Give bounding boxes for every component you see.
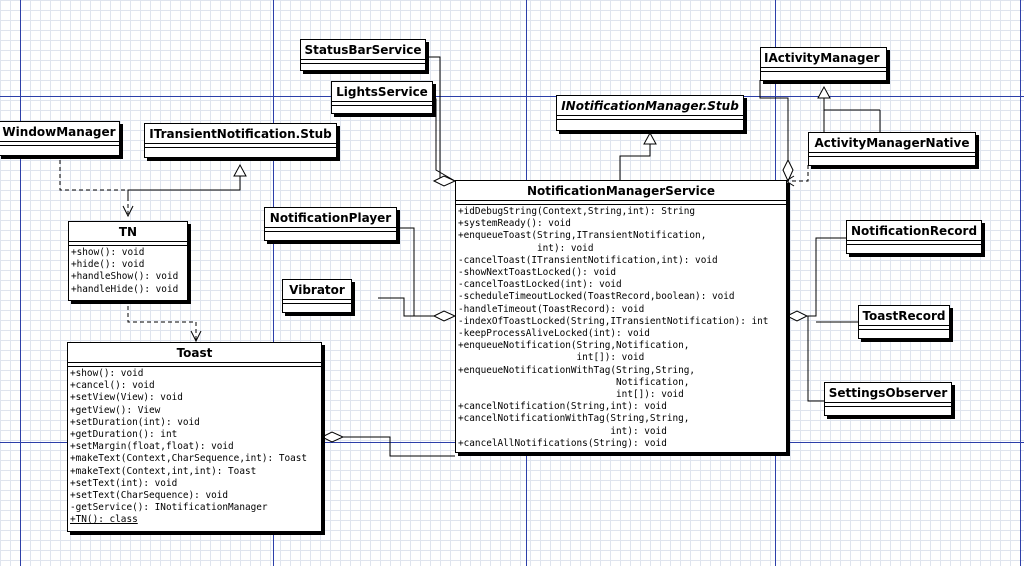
class-box-notification-manager-service[interactable]: NotificationManagerService +idDebugStrin… (455, 180, 787, 453)
class-box-toast[interactable]: Toast +show(): void +cancel(): void +set… (67, 342, 322, 532)
generalization-nms-stub (619, 144, 651, 181)
operation: +cancelAllNotifications(String): void (458, 437, 667, 449)
aggregation-diamond (432, 310, 457, 322)
operation: -getService(): INotificationManager (70, 502, 268, 514)
operation: -indexOfToastLocked(String,ITransientNot… (458, 315, 769, 327)
class-box-tn[interactable]: TN +show(): void +hide(): void +handleSh… (68, 221, 188, 301)
class-box-inotification-manager-stub[interactable]: INotificationManager.Stub (556, 95, 744, 131)
operation: +makeText(Context,int,int): Toast (70, 465, 257, 477)
operations-compartment: +idDebugString(Context,String,int): Stri… (456, 204, 786, 452)
operation: +TN(): class (70, 514, 138, 526)
class-box-iactivity-manager[interactable]: IActivityManager (760, 47, 887, 81)
class-name: WindowManager (2, 125, 116, 139)
arrow-head (122, 205, 134, 218)
inheritance-triangle (817, 85, 831, 99)
class-name: ActivityManagerNative (814, 136, 970, 150)
aggregation-settings-nms (807, 316, 824, 402)
operation: int): void (458, 242, 594, 254)
operations-compartment: +show(): void +cancel(): void +setView(V… (68, 366, 321, 529)
operation: int[]): void (458, 352, 645, 364)
aggregation-diamond (785, 310, 809, 322)
operation: -showNextToastLocked(): void (458, 267, 617, 279)
operation: +setText(CharSequence): void (70, 490, 229, 502)
class-box-notification-player[interactable]: NotificationPlayer (264, 207, 397, 241)
class-name: NotificationPlayer (269, 211, 392, 225)
aggregation-diamond (432, 175, 457, 187)
class-box-status-bar-service[interactable]: StatusBarService (300, 39, 426, 71)
association-iam-nms (759, 80, 789, 160)
class-name: ITransientNotification.Stub (149, 127, 332, 141)
operation: +setMargin(float,float): void (70, 441, 234, 453)
operation: +setText(int): void (70, 477, 178, 489)
operation: int): void (458, 425, 667, 437)
operation: +enqueueNotification(String,Notification… (458, 340, 690, 352)
class-name: Vibrator (289, 283, 345, 297)
class-name: NotificationManagerService (526, 184, 716, 198)
aggregation-record-nms (787, 237, 846, 317)
aggregation-vibrator-nms (378, 297, 455, 317)
operation: +getView(): View (70, 404, 161, 416)
operation: +getDuration(): int (70, 429, 178, 441)
operation: +setDuration(int): void (70, 416, 200, 428)
operation: Notification, (458, 376, 690, 388)
operation: -cancelToastLocked(int): void (458, 279, 622, 291)
operations-compartment: +show(): void +hide(): void +handleShow(… (69, 245, 187, 298)
operation: +handleHide(): void (71, 283, 179, 295)
dependency-wm-tn (59, 160, 129, 214)
generalization-tn-stub (127, 176, 241, 201)
class-name: TN (118, 225, 138, 239)
dependency-amn-nms (788, 165, 809, 182)
aggregation-lights-nms (430, 98, 456, 182)
class-name: IActivityManager (764, 51, 880, 65)
operation: +cancel(): void (70, 380, 155, 392)
operation: -scheduleTimeoutLocked(ToastRecord,boole… (458, 291, 735, 303)
class-box-itransient-notification-stub[interactable]: ITransientNotification.Stub (144, 123, 337, 158)
page-guide-line (1020, 0, 1021, 566)
page-guide-line (20, 0, 21, 566)
operation: -cancelToast(ITransientNotification,int)… (458, 254, 718, 266)
operation: int[]): void (458, 389, 684, 401)
operation: +idDebugString(Context,String,int): Stri… (458, 206, 696, 217)
class-name: Toast (176, 346, 213, 360)
operation: -keepProcessAliveLocked(int): void (458, 328, 650, 340)
class-box-toast-record[interactable]: ToastRecord (858, 305, 950, 339)
class-box-window-manager[interactable]: WindowManager (0, 121, 120, 156)
page-guide-line (0, 96, 1024, 97)
page-guide-line (273, 0, 274, 566)
operation: +cancelNotificationWithTag(String,String… (458, 413, 690, 425)
operation: +handleShow(): void (71, 271, 179, 283)
class-box-activity-manager-native[interactable]: ActivityManagerNative (808, 132, 976, 166)
arrow-head (190, 330, 202, 343)
class-box-vibrator[interactable]: Vibrator (282, 279, 352, 313)
association-toast-nms (322, 436, 455, 457)
class-name: LightsService (336, 85, 428, 99)
operation: +makeText(Context,CharSequence,int): Toa… (70, 453, 308, 465)
operation: +enqueueNotificationWithTag(String,Strin… (458, 364, 696, 376)
class-name: INotificationManager.Stub (561, 99, 739, 113)
class-box-settings-observer[interactable]: SettingsObserver (824, 382, 952, 416)
aggregation-player-nms (397, 227, 455, 317)
inheritance-triangle (643, 131, 657, 145)
operation: +enqueueToast(String,ITransientNotificat… (458, 230, 707, 242)
operation: +systemReady(): void (458, 218, 571, 230)
class-name: ToastRecord (862, 309, 946, 323)
operation: +show(): void (70, 368, 144, 379)
inheritance-triangle (233, 163, 247, 177)
operation: +hide(): void (71, 259, 145, 271)
operation: -handleTimeout(ToastRecord): void (458, 303, 645, 315)
aggregation-diamond (320, 431, 345, 443)
class-box-lights-service[interactable]: LightsService (331, 81, 433, 114)
operation: +show(): void (71, 247, 145, 258)
dependency-toast-tn (127, 306, 197, 340)
class-name: NotificationRecord (850, 224, 978, 238)
class-name: StatusBarService (304, 43, 422, 57)
class-name: SettingsObserver (828, 386, 948, 400)
aggregation-statusbar-nms (426, 56, 455, 182)
operation: +cancelNotification(String,int): void (458, 401, 667, 413)
class-box-notification-record[interactable]: NotificationRecord (846, 220, 982, 254)
operation: +setView(View): void (70, 392, 183, 404)
